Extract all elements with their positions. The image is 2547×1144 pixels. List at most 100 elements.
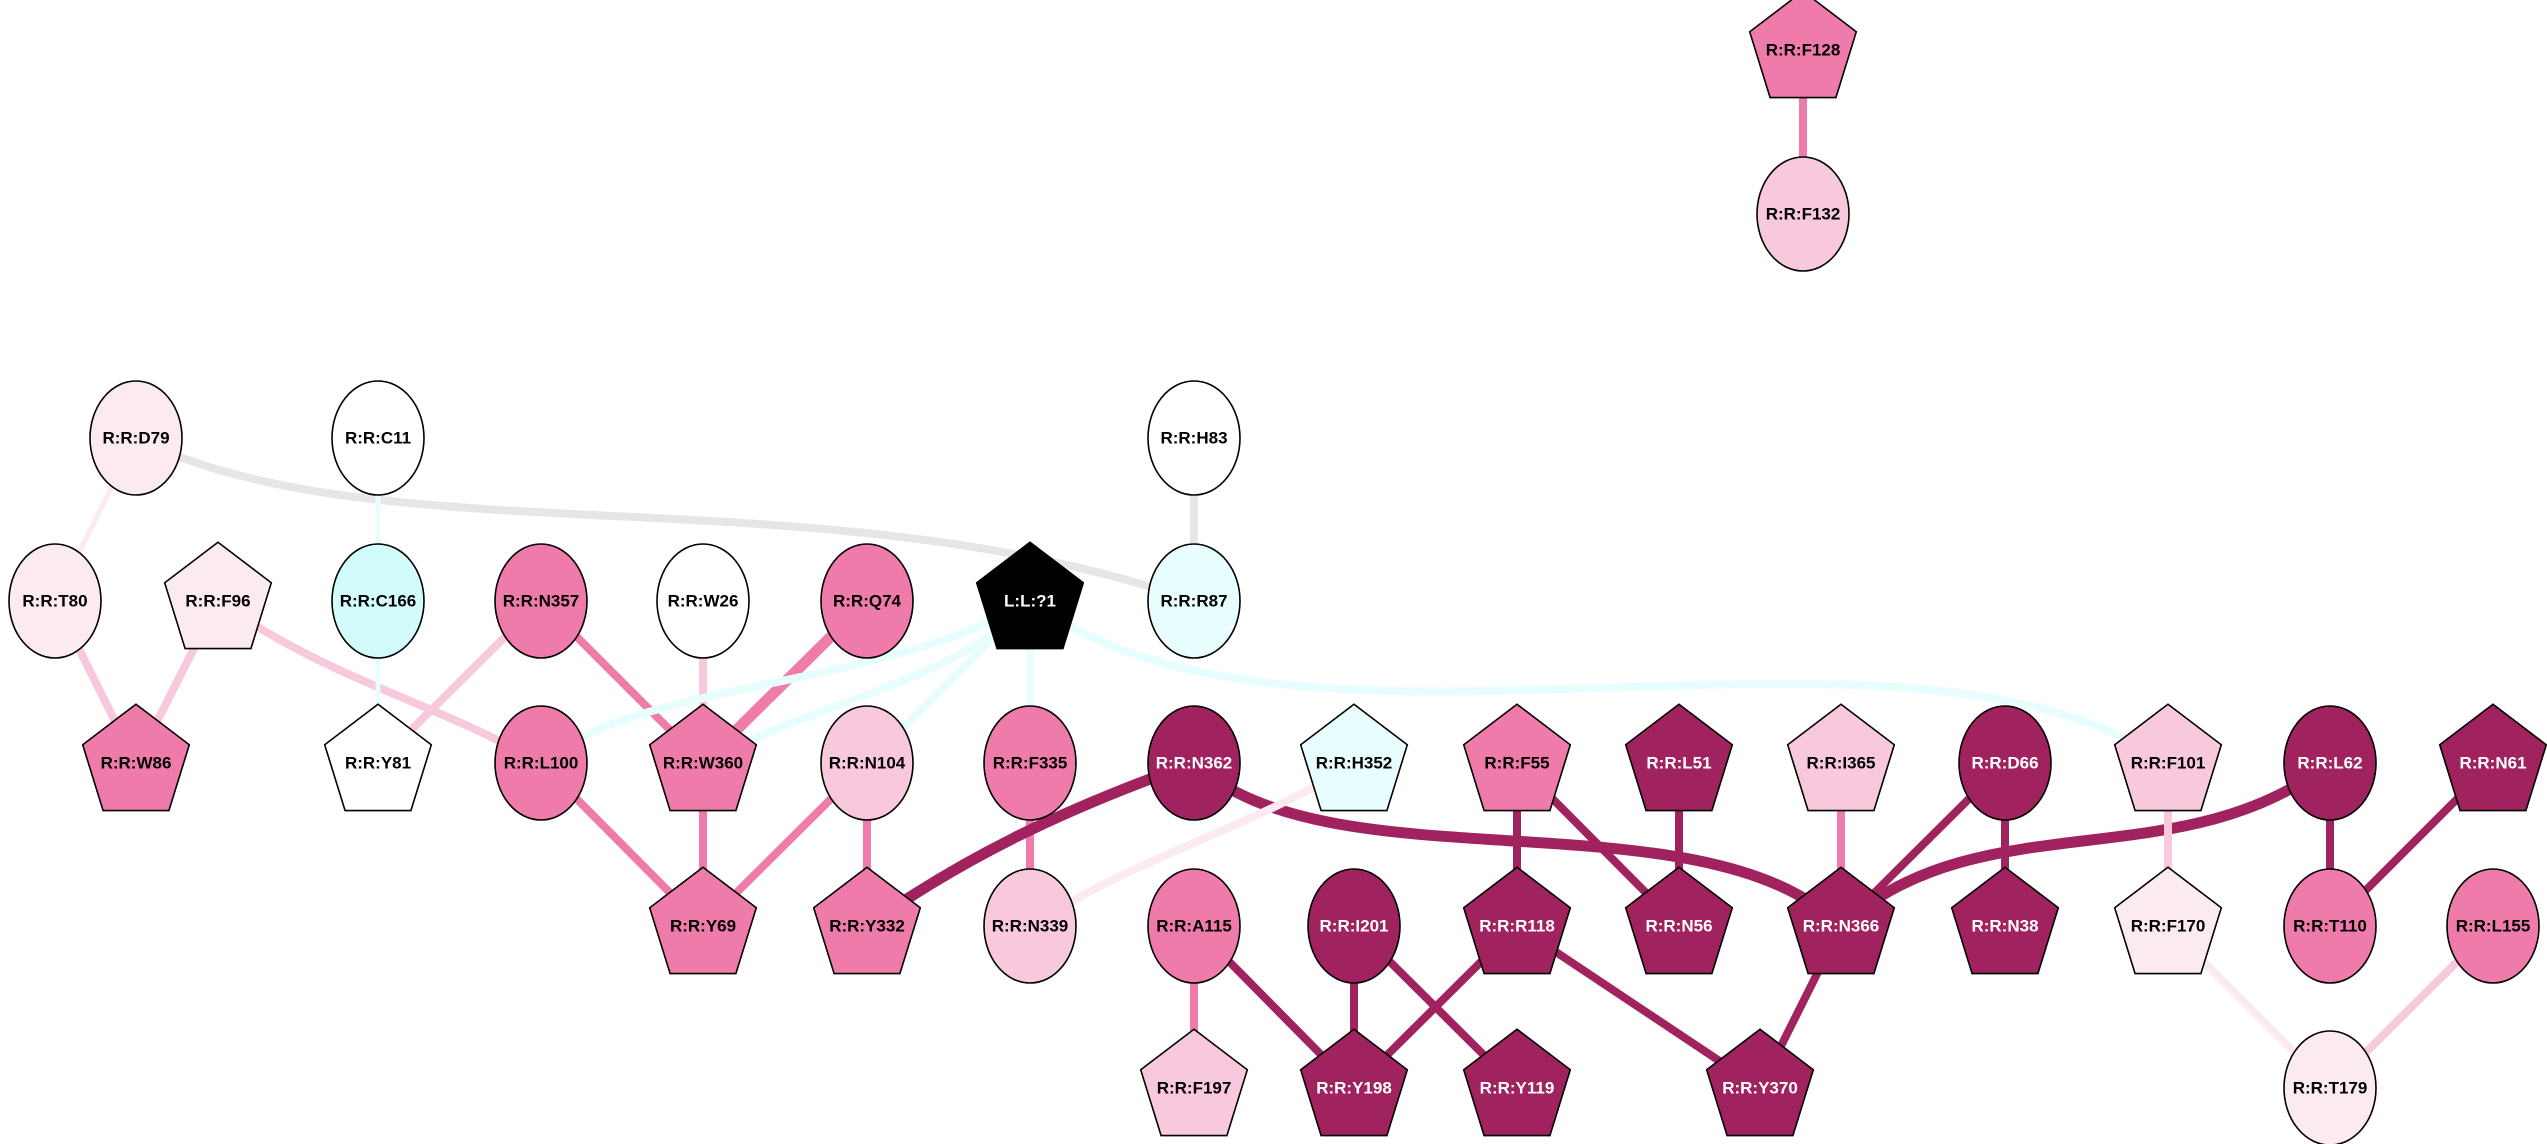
- node-r-r-n104[interactable]: R:R:N104: [820, 705, 914, 821]
- node-r-r-c11[interactable]: R:R:C11: [331, 380, 425, 496]
- node-r-r-n56[interactable]: R:R:N56: [1624, 866, 1734, 975]
- pentagon-node-shape: [648, 703, 758, 812]
- node-r-r-h352[interactable]: R:R:H352: [1299, 703, 1409, 812]
- pentagon-node-shape: [1786, 866, 1896, 975]
- node-r-r-w26[interactable]: R:R:W26: [656, 543, 750, 659]
- node-label: R:R:I201: [1320, 917, 1389, 936]
- pentagon-node-shape: [2438, 703, 2547, 812]
- node-label: R:R:W86: [101, 754, 172, 773]
- pentagon-node-shape: [1462, 703, 1572, 812]
- node-r-r-r118[interactable]: R:R:R118: [1462, 866, 1572, 975]
- node-label: R:R:D79: [102, 429, 169, 448]
- node-label: R:R:T179: [2293, 1079, 2368, 1098]
- ellipse-node-shape: [331, 380, 425, 496]
- node-label: R:R:N56: [1645, 917, 1712, 936]
- node-label: R:R:N38: [1971, 917, 2038, 936]
- node-label: R:R:F197: [1157, 1079, 1232, 1098]
- node-r-r-r87[interactable]: R:R:R87: [1147, 543, 1241, 659]
- node-r-r-f55[interactable]: R:R:F55: [1462, 703, 1572, 812]
- node-r-r-h83[interactable]: R:R:H83: [1147, 380, 1241, 496]
- node-r-r-n362[interactable]: R:R:N362: [1147, 705, 1241, 821]
- node-r-r-w360[interactable]: R:R:W360: [648, 703, 758, 812]
- node-r-r-y69[interactable]: R:R:Y69: [648, 866, 758, 975]
- node-r-r-w86[interactable]: R:R:W86: [81, 703, 191, 812]
- edge-l-l-1-to-r-r-f101: [1027, 597, 2171, 767]
- node-r-r-n366[interactable]: R:R:N366: [1786, 866, 1896, 975]
- node-l-l-1[interactable]: L:L:?1: [975, 541, 1085, 650]
- node-r-r-f132[interactable]: R:R:F132: [1756, 156, 1850, 272]
- node-r-r-n38[interactable]: R:R:N38: [1950, 866, 2060, 975]
- node-label: R:R:Y69: [670, 917, 736, 936]
- node-label: R:R:Q74: [833, 592, 902, 611]
- node-r-r-f128[interactable]: R:R:F128: [1748, 0, 1858, 99]
- node-label: L:L:?1: [1004, 592, 1056, 611]
- node-label: R:R:R87: [1160, 592, 1227, 611]
- pentagon-node-shape: [1705, 1028, 1815, 1137]
- node-r-r-y332[interactable]: R:R:Y332: [812, 866, 922, 975]
- node-label: R:R:Y81: [345, 754, 411, 773]
- node-r-r-y198[interactable]: R:R:Y198: [1299, 1028, 1409, 1137]
- pentagon-node-shape: [1299, 1028, 1409, 1137]
- node-r-r-t80[interactable]: R:R:T80: [8, 543, 102, 659]
- pentagon-node-shape: [81, 703, 191, 812]
- node-label: R:R:N61: [2459, 754, 2526, 773]
- node-label: R:R:F170: [2131, 917, 2206, 936]
- node-r-r-y119[interactable]: R:R:Y119: [1462, 1028, 1572, 1137]
- node-r-r-f197[interactable]: R:R:F197: [1139, 1028, 1249, 1137]
- node-r-r-c166[interactable]: R:R:C166: [331, 543, 425, 659]
- node-label: R:R:N104: [829, 754, 906, 773]
- node-r-r-f335[interactable]: R:R:F335: [983, 705, 1077, 821]
- node-r-r-i201[interactable]: R:R:I201: [1307, 868, 1401, 984]
- node-r-r-i365[interactable]: R:R:I365: [1786, 703, 1896, 812]
- pentagon-node-shape: [163, 541, 273, 650]
- node-r-r-l155[interactable]: R:R:L155: [2446, 868, 2540, 984]
- node-r-r-l51[interactable]: R:R:L51: [1624, 703, 1734, 812]
- ellipse-node-shape: [331, 543, 425, 659]
- node-r-r-y370[interactable]: R:R:Y370: [1705, 1028, 1815, 1137]
- node-label: R:R:F132: [1766, 205, 1841, 224]
- node-r-r-n357[interactable]: R:R:N357: [494, 543, 588, 659]
- node-label: R:R:Y370: [1722, 1079, 1798, 1098]
- node-r-r-f101[interactable]: R:R:F101: [2113, 703, 2223, 812]
- node-label: R:R:F96: [185, 592, 250, 611]
- node-r-r-d79[interactable]: R:R:D79: [89, 380, 183, 496]
- node-label: R:R:L62: [2297, 754, 2362, 773]
- ellipse-node-shape: [656, 543, 750, 659]
- ellipse-node-shape: [494, 543, 588, 659]
- node-r-r-l62[interactable]: R:R:L62: [2283, 705, 2377, 821]
- node-label: R:R:N357: [503, 592, 580, 611]
- ellipse-node-shape: [1958, 705, 2052, 821]
- ellipse-node-shape: [2283, 705, 2377, 821]
- node-r-r-d66[interactable]: R:R:D66: [1958, 705, 2052, 821]
- pentagon-node-shape: [1299, 703, 1409, 812]
- ellipse-node-shape: [1147, 380, 1241, 496]
- node-label: R:R:D66: [1971, 754, 2038, 773]
- node-r-r-y81[interactable]: R:R:Y81: [323, 703, 433, 812]
- pentagon-node-shape: [1748, 0, 1858, 99]
- edge-l-l-1-to-r-r-l100: [538, 597, 1033, 767]
- node-r-r-n61[interactable]: R:R:N61: [2438, 703, 2547, 812]
- node-label: R:R:N339: [992, 917, 1069, 936]
- node-r-r-f96[interactable]: R:R:F96: [163, 541, 273, 650]
- pentagon-node-shape: [975, 541, 1085, 650]
- node-label: R:R:L155: [2456, 917, 2531, 936]
- node-label: R:R:N362: [1156, 754, 1233, 773]
- ellipse-node-shape: [2283, 868, 2377, 984]
- node-r-r-n339[interactable]: R:R:N339: [983, 868, 1077, 984]
- ellipse-node-shape: [8, 543, 102, 659]
- ellipse-node-shape: [1147, 705, 1241, 821]
- node-r-r-l100[interactable]: R:R:L100: [494, 705, 588, 821]
- node-r-r-q74[interactable]: R:R:Q74: [820, 543, 914, 659]
- pentagon-node-shape: [812, 866, 922, 975]
- node-label: R:R:H352: [1316, 754, 1393, 773]
- node-r-r-f170[interactable]: R:R:F170: [2113, 866, 2223, 975]
- node-label: R:R:Y198: [1316, 1079, 1392, 1098]
- ellipse-node-shape: [983, 705, 1077, 821]
- pentagon-node-shape: [1786, 703, 1896, 812]
- node-r-r-a115[interactable]: R:R:A115: [1147, 868, 1241, 984]
- node-r-r-t179[interactable]: R:R:T179: [2283, 1030, 2377, 1144]
- node-r-r-t110[interactable]: R:R:T110: [2283, 868, 2377, 984]
- edge-r-r-l62-to-r-r-n366: [1837, 758, 2334, 931]
- node-label: R:R:L100: [504, 754, 579, 773]
